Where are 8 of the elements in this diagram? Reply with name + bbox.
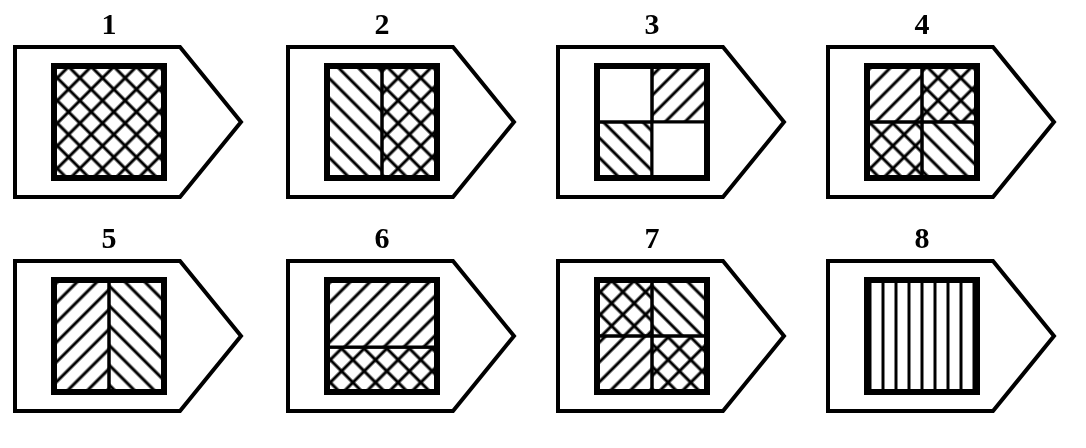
figure-number: 4 (913, 8, 931, 40)
figure-number: 1 (100, 8, 118, 40)
figure-number: 8 (913, 222, 931, 254)
figure-number: 5 (100, 222, 118, 254)
figure-number: 6 (373, 222, 391, 254)
figure-number: 2 (373, 8, 391, 40)
figure-number: 3 (643, 8, 661, 40)
figure-number: 7 (643, 222, 661, 254)
